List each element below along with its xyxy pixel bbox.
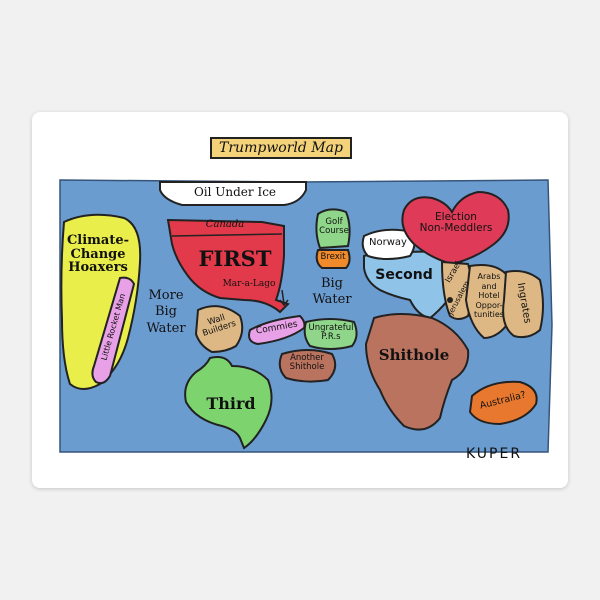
golf-course-label: Golf Course bbox=[319, 217, 349, 236]
canada-label: Canada bbox=[205, 219, 245, 230]
shithole-label: Shithole bbox=[378, 346, 450, 364]
climate-hoaxers-region bbox=[60, 213, 142, 390]
election-non-meddlers-region bbox=[401, 190, 510, 266]
jerusalem-star-icon bbox=[447, 297, 453, 303]
brexit-region bbox=[315, 249, 351, 269]
ungrateful-prs-region bbox=[303, 318, 358, 350]
shithole-region bbox=[364, 313, 470, 431]
norway-region bbox=[361, 228, 416, 260]
first-label: FIRST bbox=[198, 246, 272, 271]
another-shithole-region bbox=[278, 349, 337, 383]
third-region bbox=[184, 356, 273, 450]
climate-hoaxers-label: Climate- Change Hoaxers bbox=[66, 233, 130, 276]
little-rocket-man-region bbox=[91, 276, 136, 385]
election-non-meddlers-label: Election Non-Meddlers bbox=[419, 211, 493, 235]
map-title: Trumpworld Map bbox=[210, 137, 352, 159]
arabs-hotel-label: Arabs and Hotel Oppor- tunities bbox=[474, 272, 504, 320]
oil-under-ice-label: Oil Under Ice bbox=[193, 185, 277, 199]
wall-builders-region bbox=[194, 305, 244, 354]
canada-strip bbox=[171, 233, 283, 237]
ungrateful-prs-label: Ungrateful P.R.s bbox=[308, 323, 354, 342]
mar-a-lago-arrow-icon bbox=[279, 289, 289, 307]
oil-under-ice-region bbox=[159, 181, 307, 206]
big-water-label: Big Water bbox=[312, 276, 352, 308]
golf-course-region bbox=[315, 208, 351, 250]
australia-region bbox=[468, 380, 538, 426]
mar-a-lago-label: Mar-a-Lago bbox=[222, 279, 276, 289]
artist-signature: KUPER bbox=[466, 446, 523, 462]
norway-label: Norway bbox=[369, 237, 407, 248]
brexit-label: Brexit bbox=[320, 252, 346, 262]
another-shithole-label: Another Shithole bbox=[289, 353, 325, 372]
first-region bbox=[166, 218, 290, 314]
second-label: Second bbox=[375, 267, 433, 283]
ingrates-region bbox=[502, 270, 544, 339]
more-big-water-label: More Big Water bbox=[146, 288, 186, 336]
third-label: Third bbox=[206, 394, 256, 413]
